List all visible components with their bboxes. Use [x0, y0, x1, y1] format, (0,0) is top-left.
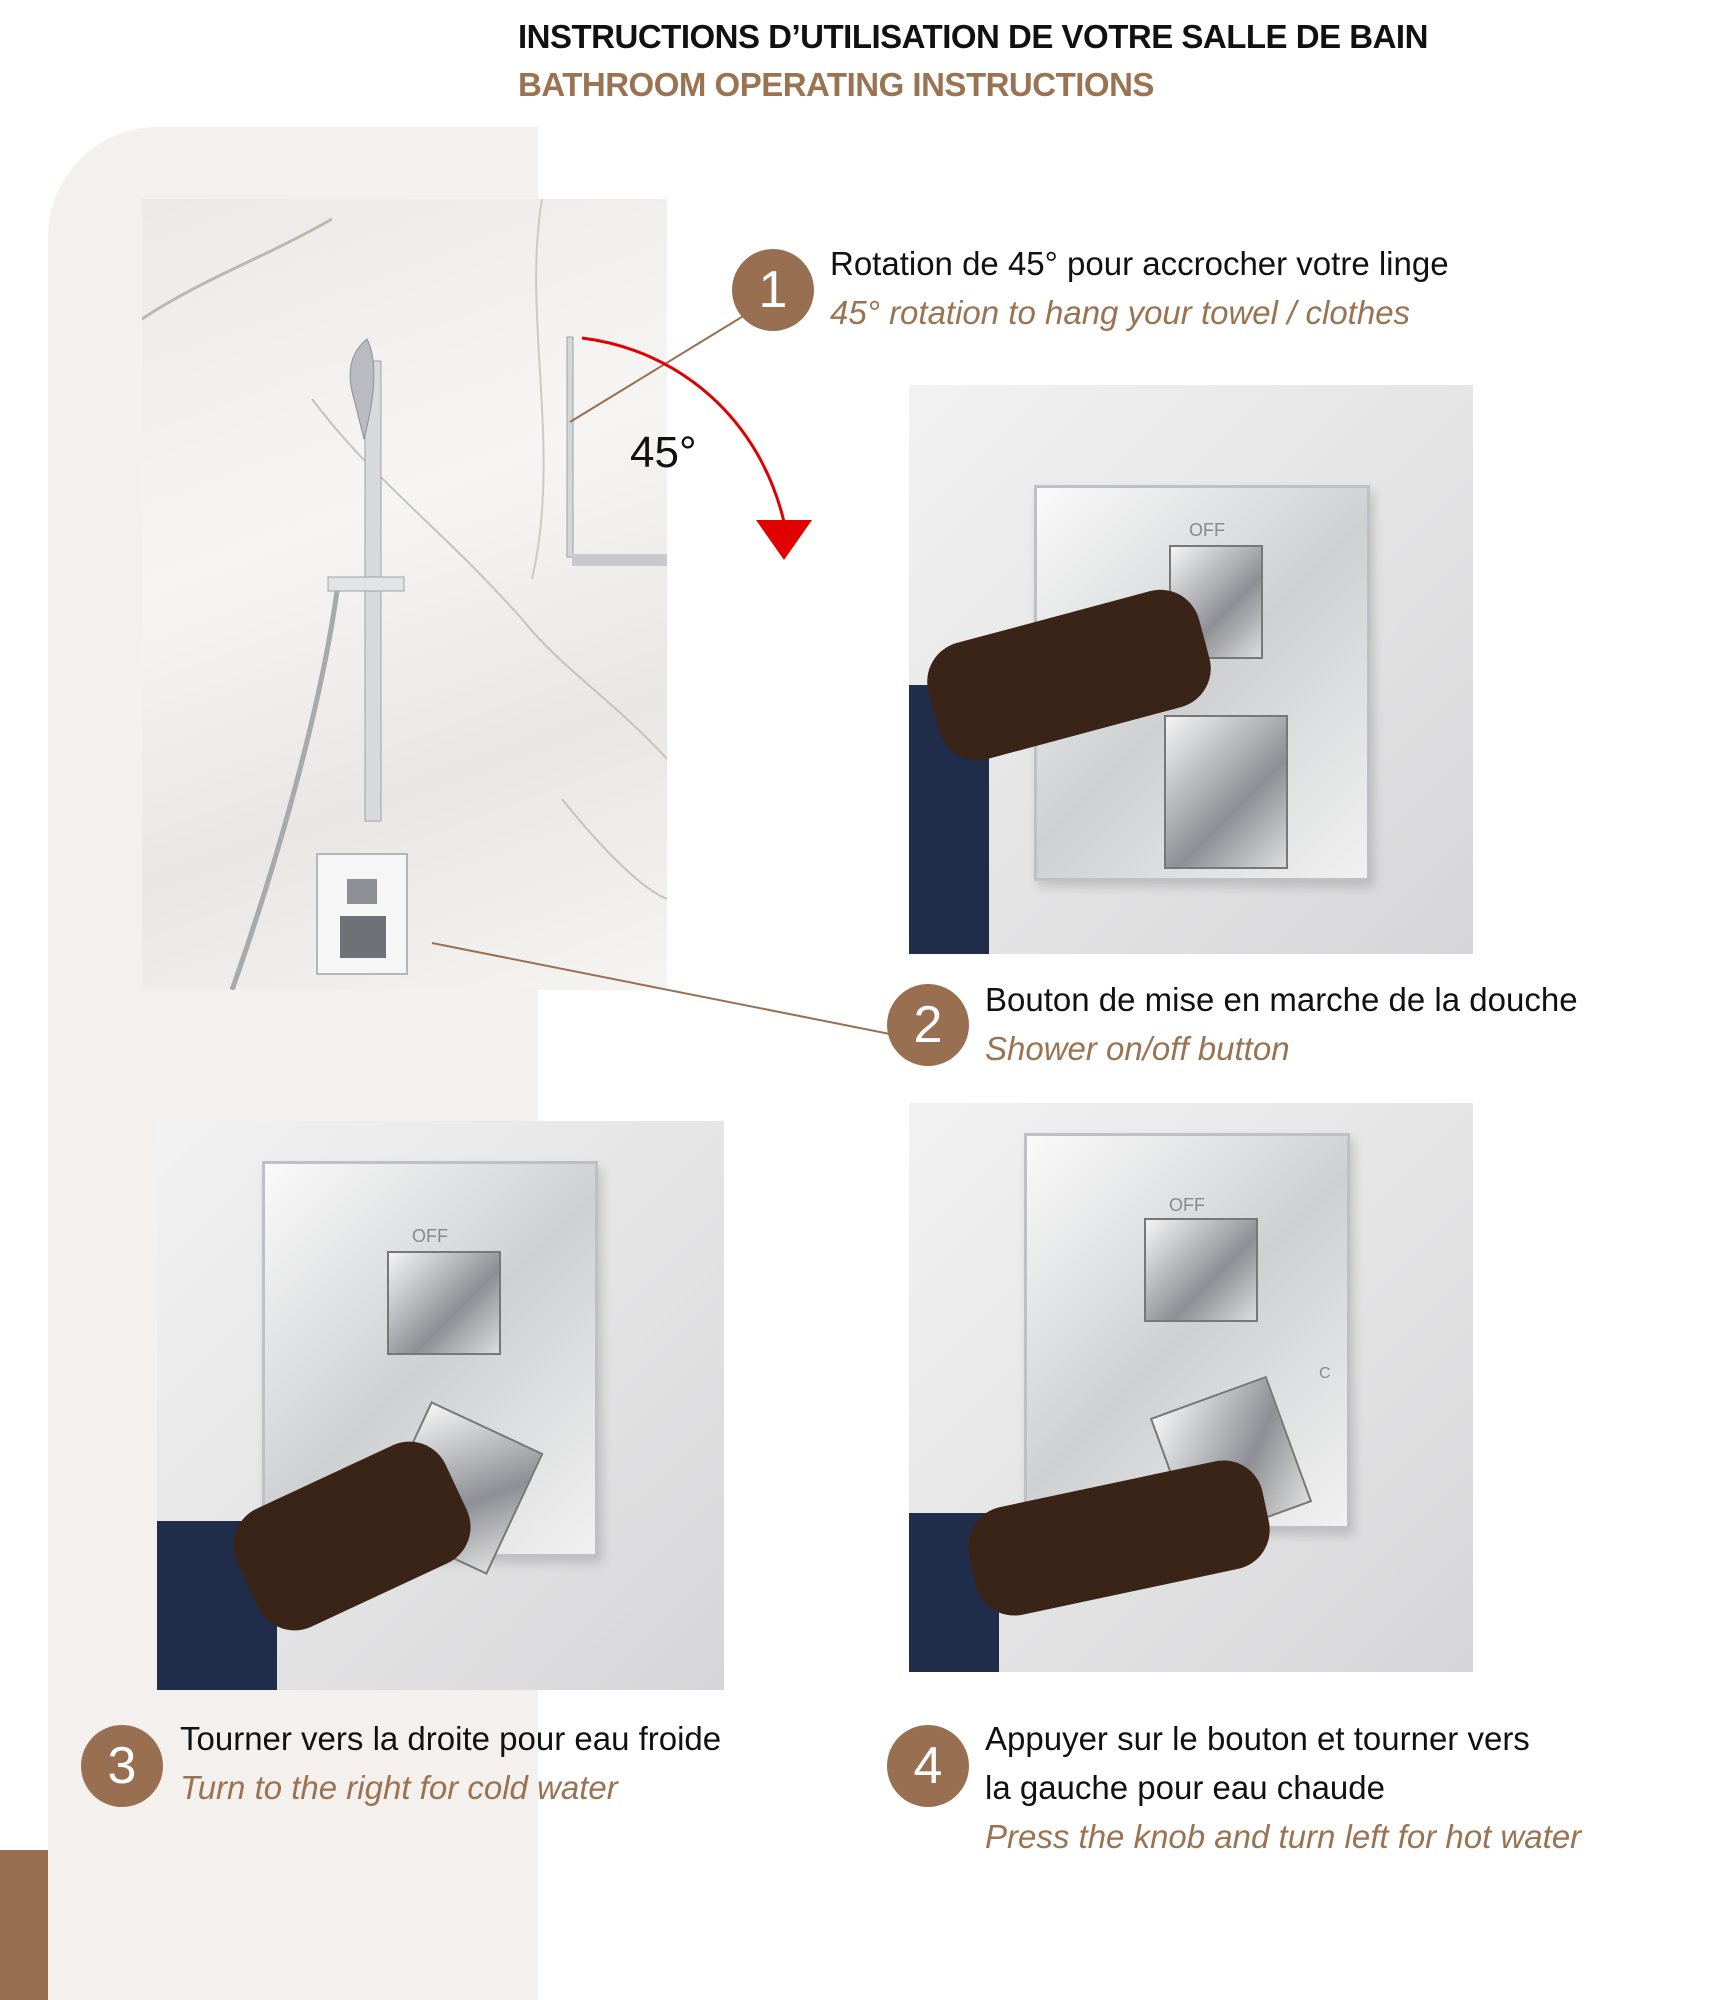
step-4-fr-line2: la gauche pour eau chaude: [985, 1769, 1385, 1806]
step-3-fr: Tourner vers la droite pour eau froide: [180, 1720, 722, 1757]
hot-water-photo: OFF C: [909, 1103, 1473, 1672]
off-label: OFF: [1189, 520, 1225, 540]
step-number-badge: 1: [732, 249, 814, 331]
step-number-badge: 2: [887, 984, 969, 1066]
accent-bar: [0, 1850, 48, 2000]
c-label: C: [1319, 1365, 1331, 1382]
page-title-fr: INSTRUCTIONS D’UTILISATION DE VOTRE SALL…: [518, 18, 1428, 55]
step-1-fr: Rotation de 45° pour accrocher votre lin…: [830, 245, 1449, 282]
off-label: OFF: [412, 1226, 448, 1246]
step-3-en: Turn to the right for cold water: [180, 1769, 618, 1806]
step-4-fr-line1: Appuyer sur le bouton et tourner vers: [985, 1720, 1530, 1757]
step-1-en: 45° rotation to hang your towel / clothe…: [830, 294, 1411, 331]
step-number-badge: 4: [887, 1725, 969, 1807]
step-number-badge: 3: [81, 1725, 163, 1807]
step-2-en: Shower on/off button: [985, 1030, 1290, 1067]
arrow-head-icon: [756, 520, 812, 560]
cold-water-photo: OFF: [157, 1121, 724, 1690]
off-label: OFF: [1169, 1195, 1205, 1215]
angle-label: 45°: [630, 428, 697, 477]
page-title-en: BATHROOM OPERATING INSTRUCTIONS: [518, 66, 1154, 103]
shower-rail-photo: [142, 199, 667, 990]
step-2-fr: Bouton de mise en marche de la douche: [985, 981, 1578, 1018]
on-off-button-photo: OFF: [909, 385, 1473, 954]
step-4-en: Press the knob and turn left for hot wat…: [985, 1818, 1582, 1855]
